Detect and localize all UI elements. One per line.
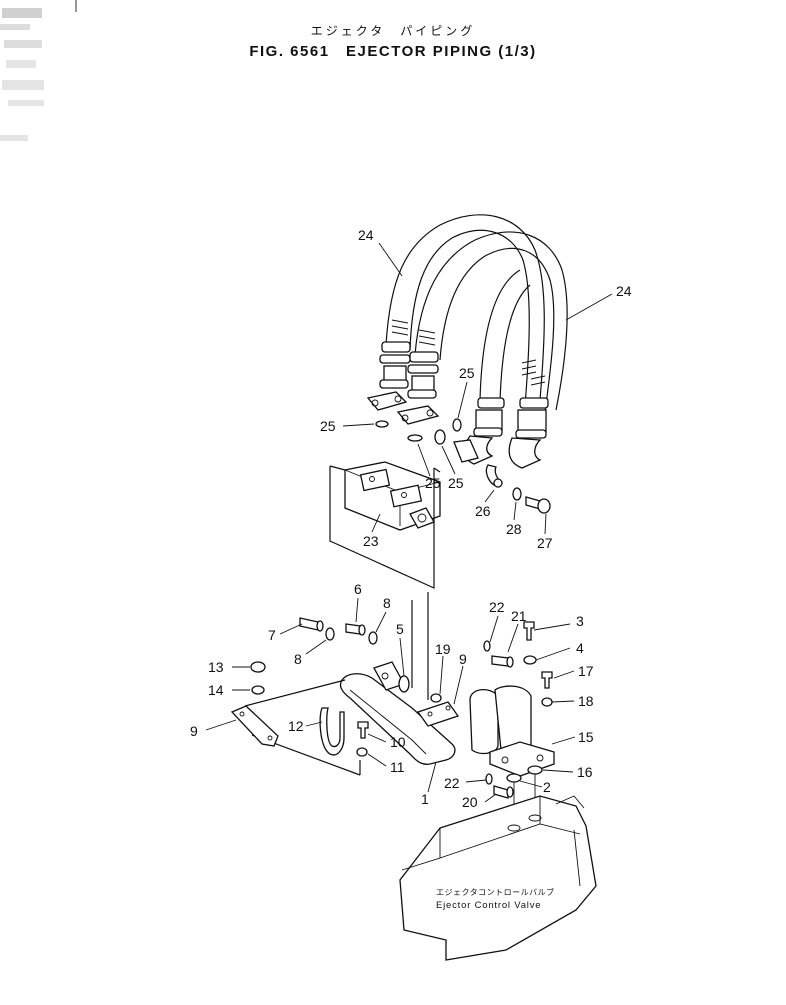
valve-label-japanese: エジェクタコントロールバルブ (436, 887, 555, 897)
callout-2: 2 (543, 779, 551, 795)
callout-25-top: 25 (459, 365, 475, 381)
callout-12: 12 (288, 718, 304, 734)
callout-5: 5 (396, 621, 404, 637)
callout-11: 11 (390, 759, 405, 775)
scan-noise (0, 0, 77, 141)
callout-26: 26 (475, 503, 491, 519)
callout-24-left: 24 (358, 227, 374, 243)
callout-7: 7 (268, 627, 276, 643)
callout-14: 14 (208, 682, 224, 698)
hose-assembly (366, 214, 568, 514)
callout-9-middle: 9 (459, 651, 467, 667)
callout-17: 17 (578, 663, 594, 679)
callout-4: 4 (576, 640, 584, 656)
callout-8-upper: 8 (383, 595, 391, 611)
diagram-title-japanese: エジェクタ パイピング (310, 24, 476, 38)
callout-numbers: 24 24 25 25 25 25 26 28 27 23 6 8 7 8 5 … (190, 227, 632, 810)
callout-25-right: 25 (448, 475, 464, 491)
callout-28: 28 (506, 521, 522, 537)
callout-25-left: 25 (320, 418, 336, 434)
callout-24-right: 24 (616, 283, 632, 299)
callout-23: 23 (363, 533, 379, 549)
callout-21: 21 (511, 608, 527, 624)
callout-3: 3 (576, 613, 584, 629)
callout-16: 16 (577, 764, 593, 780)
callout-22-upper: 22 (489, 599, 505, 615)
leader-lines (205, 242, 613, 803)
callout-1: 1 (421, 791, 429, 807)
callout-15: 15 (578, 729, 594, 745)
ejector-control-valve (399, 795, 597, 961)
callout-18: 18 (578, 693, 594, 709)
callout-8-lower: 8 (294, 651, 302, 667)
callout-13: 13 (208, 659, 224, 675)
lower-piping (230, 617, 555, 826)
callout-9-left: 9 (190, 723, 198, 739)
callout-19: 19 (435, 641, 451, 657)
valve-label: Ejector Control Valve (436, 900, 541, 911)
callout-20: 20 (462, 794, 478, 810)
diagram-title: FIG. 6561 EJECTOR PIPING (1/3) (249, 43, 537, 60)
callout-22-lower: 22 (444, 775, 460, 791)
callout-25-mid: 25 (425, 475, 441, 491)
callout-6: 6 (354, 581, 362, 597)
callout-10: 10 (390, 734, 406, 750)
ejector-block (344, 461, 441, 531)
callout-27: 27 (537, 535, 553, 551)
